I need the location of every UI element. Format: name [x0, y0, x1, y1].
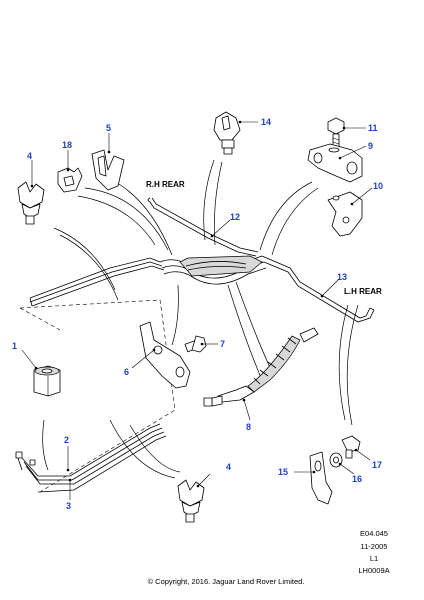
illustration-code: LH0009A — [358, 566, 389, 575]
callout-14: 14 — [261, 117, 271, 127]
callout-11: 11 — [368, 123, 378, 133]
assembly-outline — [19, 299, 176, 493]
callout-10: 10 — [373, 181, 383, 191]
part-11-bolt — [327, 117, 345, 149]
part-6-bracket — [139, 321, 191, 389]
reference-code: E04.045 — [360, 529, 388, 538]
callout-13: 13 — [337, 272, 347, 282]
rh-rear-label: R.H REAR — [146, 180, 185, 189]
callout-2: 2 — [64, 435, 69, 445]
part-8-flex-hose — [203, 327, 319, 407]
callout-7: 7 — [220, 339, 225, 349]
left-pipe-bundle — [29, 257, 165, 307]
callout-3: 3 — [66, 501, 71, 511]
callout-6: 6 — [124, 367, 129, 377]
swoosh-lines — [42, 159, 359, 479]
part-18-clip — [57, 167, 83, 193]
callout-17: 17 — [372, 460, 382, 470]
callout-9: 9 — [368, 141, 373, 151]
callout-15: 15 — [278, 467, 288, 477]
part-7-bolt — [184, 335, 207, 353]
part-4-clip-upper — [17, 181, 45, 225]
callout-5: 5 — [106, 123, 111, 133]
callout-8: 8 — [246, 422, 251, 432]
part-14-clip — [213, 111, 241, 155]
copyright-text: © Copyright, 2016. Jaguar Land Rover Lim… — [148, 577, 305, 586]
part-1-nut — [33, 365, 61, 397]
part-4-clip-lower — [177, 479, 205, 523]
part-10-bracket — [327, 191, 363, 237]
central-hose-bundle — [159, 255, 267, 285]
part-17-bolt — [341, 435, 361, 459]
lower-pipe-bundle — [15, 423, 167, 493]
lh-rear-pipe — [261, 255, 375, 323]
reference-level: L1 — [370, 554, 378, 563]
callout-18: 18 — [62, 140, 72, 150]
callout-4-lower: 4 — [226, 462, 231, 472]
part-5-bracket — [91, 149, 125, 191]
lh-rear-label: L.H REAR — [344, 287, 382, 296]
leader-lines — [21, 120, 373, 500]
callout-4-upper: 4 — [27, 151, 32, 161]
callout-1: 1 — [12, 341, 17, 351]
rh-rear-pipe — [147, 197, 259, 257]
part-9-union — [307, 143, 363, 183]
part-15-bracket — [309, 451, 333, 505]
callout-12: 12 — [230, 212, 240, 222]
callout-16: 16 — [352, 474, 362, 484]
reference-date: 11-2005 — [361, 542, 388, 551]
